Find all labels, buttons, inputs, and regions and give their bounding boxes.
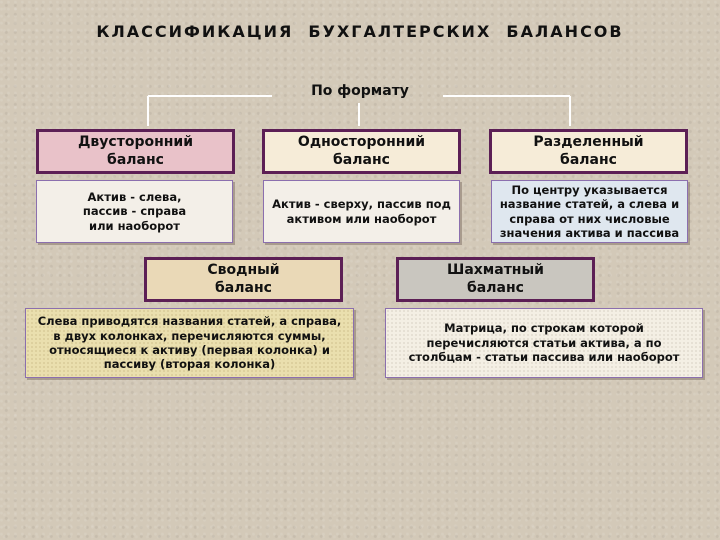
one-sided-balance-description: Актив - сверху, пассив под активом или н… (263, 180, 460, 243)
one-sided-balance-box: Односторонний баланс (262, 129, 461, 174)
chess-balance-description: Матрица, по строкам которой перечисляютс… (385, 308, 703, 378)
summary-balance-title: Сводный баланс (207, 262, 280, 296)
two-sided-balance-box: Двусторонний баланс (36, 129, 235, 174)
summary-balance-box: Сводный баланс (144, 257, 343, 302)
split-balance-description: По центру указывается название статей, а… (491, 180, 688, 243)
one-sided-balance-title: Односторонний баланс (297, 134, 426, 168)
two-sided-balance-text: Актив - слева, пассив - справа или наобо… (82, 189, 187, 233)
page-title: КЛАССИФИКАЦИЯ БУХГАЛТЕРСКИХ БАЛАНСОВ (96, 22, 624, 41)
summary-balance-description: Слева приводятся названия статей, а спра… (25, 308, 354, 378)
two-sided-balance-description: Актив - слева, пассив - справа или наобо… (36, 180, 233, 243)
two-sided-balance-title: Двусторонний баланс (77, 134, 194, 168)
one-sided-balance-text: Актив - сверху, пассив под активом или н… (272, 197, 451, 226)
chess-balance-box: Шахматный баланс (396, 257, 595, 302)
split-balance-title: Разделенный баланс (533, 134, 644, 168)
chess-balance-title: Шахматный баланс (447, 262, 544, 296)
split-balance-text: По центру указывается название статей, а… (499, 182, 680, 240)
summary-balance-text: Слева приводятся названия статей, а спра… (37, 314, 342, 372)
format-label: По формату (311, 83, 409, 99)
chess-balance-text: Матрица, по строкам которой перечисляютс… (408, 321, 680, 365)
split-balance-box: Разделенный баланс (489, 129, 688, 174)
